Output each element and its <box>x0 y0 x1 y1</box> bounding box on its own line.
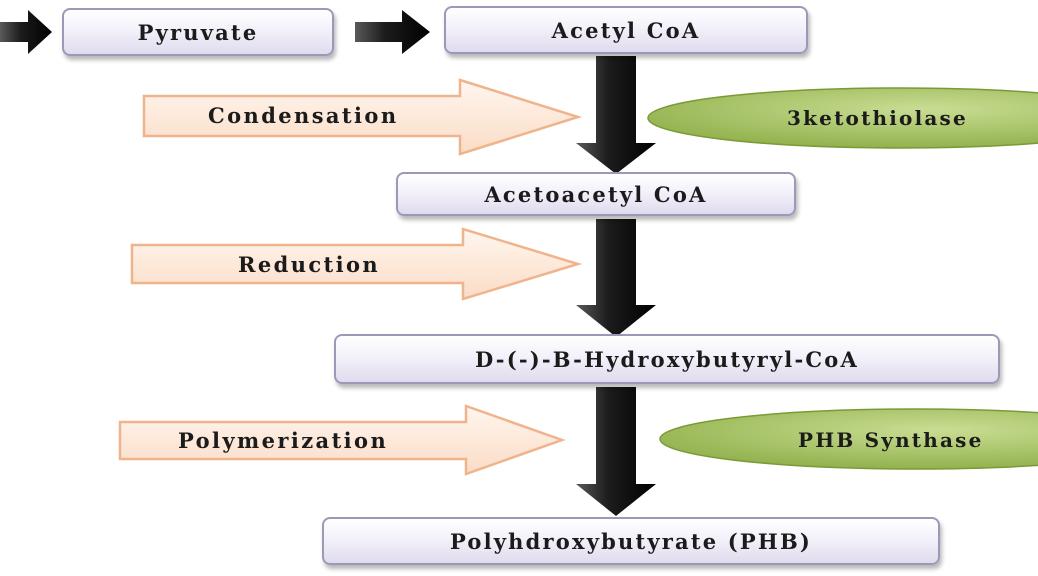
enzyme-label-phb-synthase: PHB Synthase <box>798 428 984 452</box>
node-phb: Polyhdroxybutyrate (PHB) <box>322 517 940 565</box>
flow-arrow-into-pyruvate <box>0 10 52 54</box>
node-acetoacetyl-coa: Acetoacetyl CoA <box>396 172 796 216</box>
phb-synthase-ellipse <box>659 408 1038 470</box>
node-hydroxybutyryl-coa: D-(-)-B-Hydroxybutyryl-CoA <box>334 334 1000 384</box>
step-label-condensation: Condensation <box>208 103 399 128</box>
flow-arrow-acetyl-to-acetoacetyl <box>576 56 656 174</box>
ketothiolase-ellipse <box>647 87 1038 149</box>
polymerization-arrow <box>118 404 566 476</box>
node-acetyl-coa: Acetyl CoA <box>444 6 808 54</box>
step-label-polymerization: Polymerization <box>178 428 389 453</box>
node-pyruvate: Pyruvate <box>62 8 334 56</box>
condensation-arrow <box>142 78 583 156</box>
reduction-arrow <box>130 227 583 301</box>
step-label-reduction: Reduction <box>238 252 381 277</box>
flow-arrow-acetoacetyl-to-hydroxybutyryl <box>576 219 656 337</box>
enzyme-label-ketothiolase: 3ketothiolase <box>787 106 968 130</box>
flow-arrow-hydroxybutyryl-to-phb <box>576 387 656 516</box>
flow-arrow-pyruvate-to-acetyl <box>355 10 430 54</box>
